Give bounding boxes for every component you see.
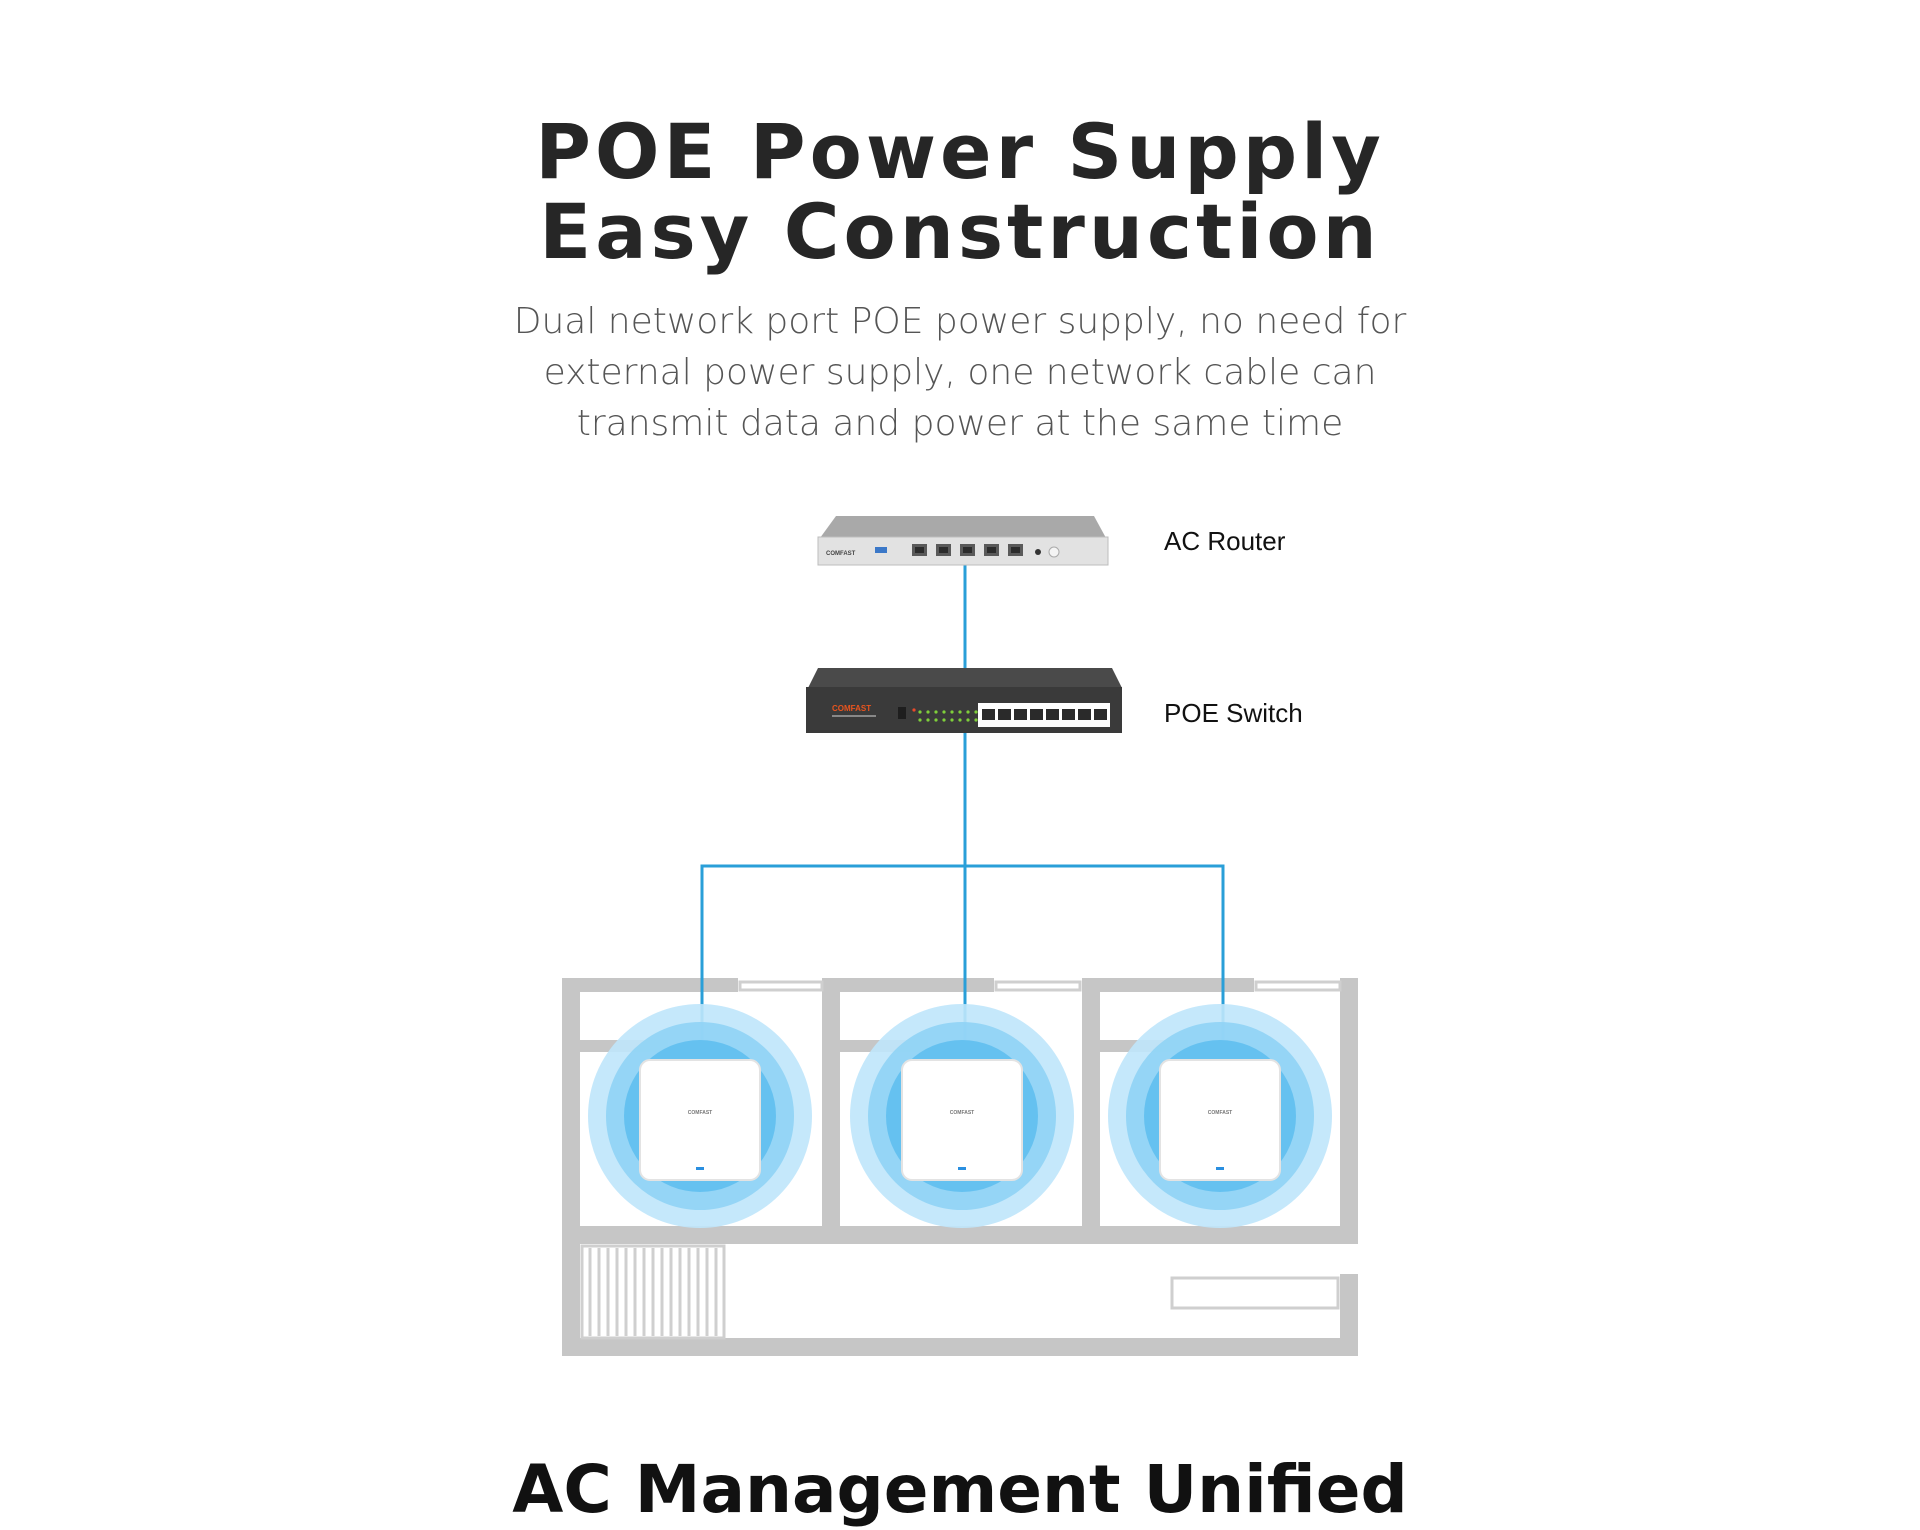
switch-ports <box>978 703 1110 727</box>
radiator-hatch <box>580 1244 726 1340</box>
switch-led <box>966 718 970 722</box>
switch-poe-port <box>1094 709 1107 720</box>
switch-poe-port <box>1046 709 1059 720</box>
access-point-2: COMFAST <box>850 1004 1074 1228</box>
floor-plan-top-wall <box>1082 978 1254 992</box>
access-point-body <box>1159 1059 1281 1181</box>
ac-router-device: COMFAST <box>817 516 1109 566</box>
floor-plan-divider-2 <box>1082 978 1100 1226</box>
switch-led <box>934 710 938 714</box>
switch-led <box>942 710 946 714</box>
window <box>1254 980 1342 992</box>
switch-led <box>918 718 922 722</box>
switch-poe-port <box>982 709 995 720</box>
router-port-socket <box>1011 547 1020 553</box>
radiator-frame <box>580 1244 726 1340</box>
switch-led <box>926 710 930 714</box>
switch-led <box>942 718 946 722</box>
router-port-socket <box>939 547 948 553</box>
switch-poe-port <box>1030 709 1043 720</box>
access-point-body <box>901 1059 1023 1181</box>
router-usb-port <box>875 547 887 553</box>
floor-plan-divider-1 <box>822 978 840 1226</box>
page-title: POE Power Supply Easy Construction <box>0 112 1920 272</box>
floor-plan-right-wall-lower <box>1340 1274 1358 1356</box>
floor-plan-windows <box>738 980 1342 1310</box>
switch-status-leds <box>898 707 978 722</box>
switch-led <box>974 710 978 714</box>
description-line-3: transmit data and power at the same time <box>576 403 1344 444</box>
switch-led <box>934 718 938 722</box>
router-power-button <box>1048 546 1060 558</box>
access-point-brand-logo: COMFAST <box>1208 1110 1232 1116</box>
description: Dual network port POE power supply, no n… <box>0 296 1920 449</box>
floor-plan-top-wall <box>562 978 738 992</box>
switch-led <box>958 718 962 722</box>
window <box>1170 1276 1340 1310</box>
title-line-2: Easy Construction <box>539 187 1381 276</box>
switch-console-port <box>898 707 906 719</box>
ac-router-label: AC Router <box>1164 526 1286 556</box>
router-reset-button <box>1035 549 1041 555</box>
access-point-body <box>639 1059 761 1181</box>
switch-poe-port <box>1014 709 1027 720</box>
switch-led <box>918 710 922 714</box>
floor-plan-bottom-wall <box>562 1338 1358 1356</box>
section-heading-ac-management: AC Management Unified <box>512 1451 1408 1528</box>
access-point-status-led <box>1216 1167 1224 1170</box>
switch-led <box>950 710 954 714</box>
access-point-1: COMFAST <box>588 1004 812 1228</box>
switch-poe-port <box>998 709 1011 720</box>
switch-model-text <box>832 715 876 717</box>
access-point-brand-logo: COMFAST <box>688 1110 712 1116</box>
router-top <box>820 516 1106 538</box>
window <box>994 980 1082 992</box>
floor-plan-corridor-wall <box>562 1226 1358 1244</box>
poe-switch-device: COMFAST <box>806 668 1122 733</box>
switch-top <box>808 668 1122 688</box>
floor-plan <box>562 978 1358 1356</box>
switch-poe-port <box>1078 709 1091 720</box>
switch-power-led <box>912 708 916 712</box>
access-point-brand-logo: COMFAST <box>950 1110 974 1116</box>
switch-led <box>958 710 962 714</box>
floor-plan-right-wall-upper <box>1340 978 1358 1244</box>
floor-plan-left-wall <box>562 978 580 1356</box>
access-point-3: COMFAST <box>1108 1004 1332 1228</box>
router-brand-logo: COMFAST <box>826 551 856 557</box>
switch-led <box>966 710 970 714</box>
window <box>738 980 824 992</box>
switch-brand-logo: COMFAST <box>832 704 871 713</box>
switch-poe-port <box>1062 709 1075 720</box>
cable-branch <box>700 864 1225 1060</box>
router-port-socket <box>987 547 996 553</box>
poe-switch-label: POE Switch <box>1164 698 1303 728</box>
floor-plan-top-wall <box>822 978 994 992</box>
access-point-status-led <box>696 1167 704 1170</box>
switch-led <box>926 718 930 722</box>
router-port-socket <box>963 547 972 553</box>
router-ports <box>912 544 1023 556</box>
switch-led <box>950 718 954 722</box>
switch-led <box>974 718 978 722</box>
description-line-1: Dual network port POE power supply, no n… <box>513 301 1407 342</box>
access-point-status-led <box>958 1167 966 1170</box>
title-line-1: POE Power Supply <box>535 107 1385 196</box>
router-port-socket <box>915 547 924 553</box>
description-line-2: external power supply, one network cable… <box>543 352 1377 393</box>
